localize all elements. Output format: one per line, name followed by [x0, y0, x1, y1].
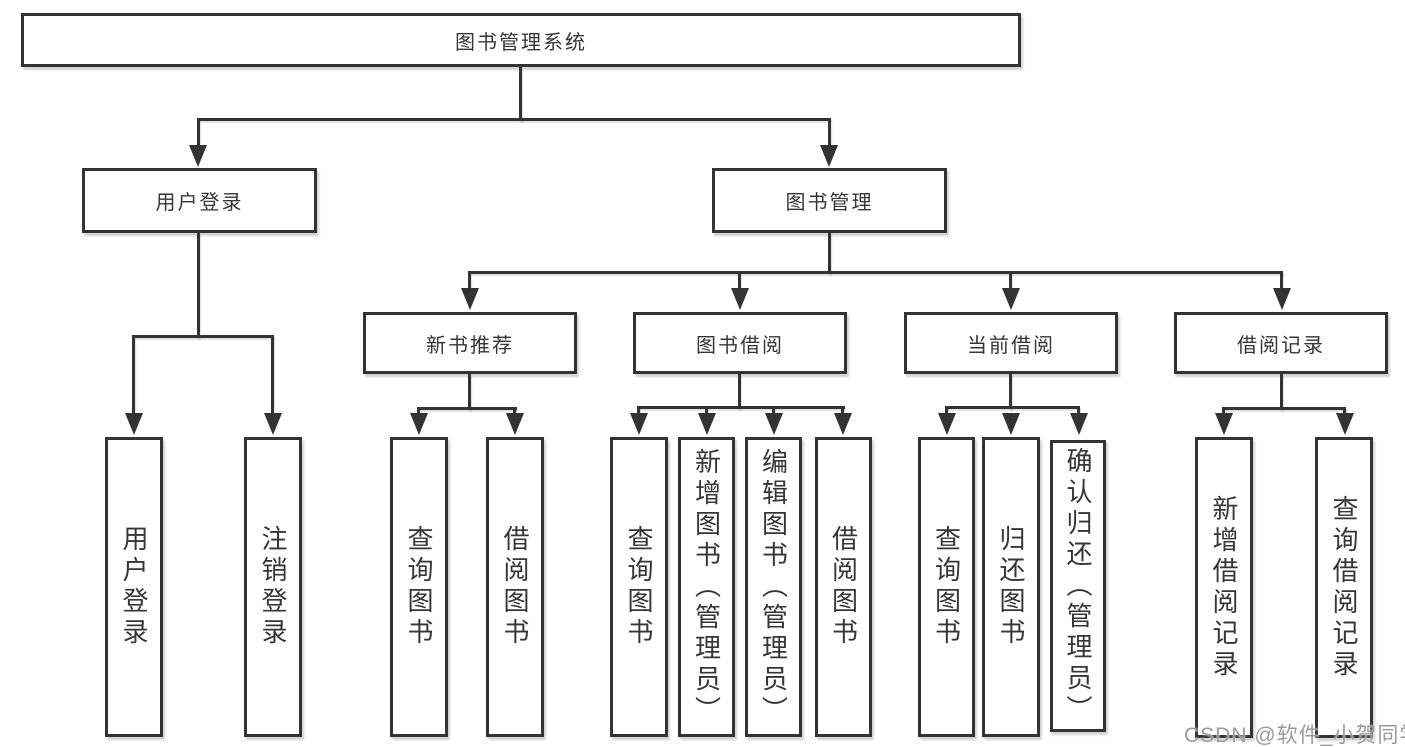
- connector-line: [1280, 271, 1283, 290]
- connector-line: [197, 118, 200, 146]
- leaf-label: 用户登录: [119, 525, 149, 649]
- arrow-down-icon: [731, 288, 749, 310]
- connector-line: [197, 118, 831, 121]
- leaf-add-borrow-record: 新增借阅记录: [1195, 437, 1253, 738]
- leaf-label: 借阅图书: [828, 525, 859, 649]
- connector-line: [1343, 407, 1346, 415]
- connector-line: [519, 67, 522, 121]
- connector-line: [1077, 406, 1080, 415]
- leaf-logout: 注销登录: [244, 437, 302, 737]
- node-label: 用户登录: [155, 192, 244, 214]
- watermark: CSDN @软件_小贺同学: [1184, 724, 1405, 747]
- connector-line: [738, 271, 741, 290]
- leaf-label: 新增图书（管理员）: [691, 447, 722, 727]
- connector-line: [828, 118, 831, 146]
- arrow-down-icon: [1002, 288, 1020, 310]
- arrow-down-icon: [1336, 413, 1354, 435]
- connector-line: [468, 271, 1283, 274]
- leaf-query-borrow-record: 查询借阅记录: [1315, 437, 1373, 738]
- leaf-query-books-current: 查询图书: [918, 437, 975, 737]
- leaf-confirm-return-admin: 确认归还（管理员）: [1050, 440, 1106, 732]
- connector-line: [417, 407, 420, 415]
- leaf-label: 归还图书: [996, 525, 1026, 649]
- leaf-label: 查询图书: [931, 525, 962, 649]
- node-root: 图书管理系统: [21, 13, 1021, 67]
- leaf-add-book-admin: 新增图书（管理员）: [678, 437, 735, 737]
- leaf-label: 借阅图书: [500, 525, 530, 649]
- connector-line: [945, 406, 948, 415]
- leaf-label: 注销登录: [258, 525, 288, 649]
- leaf-return-book: 归还图书: [982, 437, 1040, 737]
- leaf-edit-book-admin: 编辑图书（管理员）: [745, 437, 802, 737]
- connector-line: [468, 374, 471, 410]
- connector-line: [132, 335, 135, 413]
- connector-line: [1280, 374, 1283, 410]
- connector-line: [417, 407, 517, 410]
- connector-line: [637, 406, 640, 415]
- connector-line: [705, 406, 708, 415]
- connector-line: [513, 407, 516, 415]
- arrow-down-icon: [630, 413, 648, 435]
- connector-line: [1009, 271, 1012, 290]
- arrow-down-icon: [1215, 413, 1233, 435]
- leaf-user-login: 用户登录: [105, 437, 163, 737]
- node-label: 图书管理: [785, 192, 874, 214]
- arrow-down-icon: [698, 413, 716, 435]
- leaf-label: 新增借阅记录: [1209, 494, 1239, 681]
- arrow-down-icon: [506, 413, 524, 435]
- arrow-down-icon: [125, 413, 143, 435]
- leaf-query-books-borrow: 查询图书: [610, 437, 668, 737]
- leaf-borrow-books-recommend: 借阅图书: [486, 437, 544, 737]
- node-label: 当前借阅: [967, 334, 1055, 357]
- connector-line: [1222, 407, 1225, 415]
- node-user-login: 用户登录: [82, 168, 317, 233]
- leaf-label: 查询图书: [404, 525, 434, 649]
- arrow-down-icon: [461, 288, 479, 310]
- arrow-down-icon: [410, 413, 428, 435]
- arrow-down-icon: [765, 413, 783, 435]
- leaf-borrow-books: 借阅图书: [815, 437, 872, 737]
- arrow-down-icon: [1070, 413, 1088, 435]
- arrow-down-icon: [834, 413, 852, 435]
- connector-line: [828, 233, 831, 274]
- leaf-label: 查询图书: [624, 525, 654, 649]
- node-borrow-records: 借阅记录: [1174, 312, 1388, 374]
- connector-line: [197, 233, 200, 338]
- arrow-down-icon: [264, 413, 282, 435]
- arrow-down-icon: [189, 145, 207, 167]
- node-new-book-recommend: 新书推荐: [363, 312, 577, 374]
- node-label: 图书管理系统: [455, 31, 587, 54]
- connector-line: [132, 335, 274, 338]
- leaf-query-books-recommend: 查询图书: [390, 437, 448, 737]
- node-label: 借阅记录: [1237, 334, 1325, 357]
- connector-line: [637, 406, 845, 409]
- arrow-down-icon: [938, 413, 956, 435]
- connector-line: [841, 406, 844, 415]
- connector-line: [468, 271, 471, 290]
- connector-line: [738, 374, 741, 409]
- connector-line: [1009, 374, 1012, 409]
- node-book-borrow: 图书借阅: [633, 312, 847, 374]
- node-book-management: 图书管理: [712, 168, 947, 233]
- connector-line: [772, 406, 775, 415]
- leaf-label: 编辑图书（管理员）: [758, 447, 789, 727]
- arrow-down-icon: [820, 145, 838, 167]
- leaf-label: 查询借阅记录: [1329, 494, 1359, 681]
- node-current-borrow: 当前借阅: [904, 312, 1118, 374]
- connector-line: [945, 406, 1080, 409]
- leaf-label: 确认归还（管理员）: [1063, 446, 1093, 726]
- connector-line: [1222, 407, 1346, 410]
- node-label: 新书推荐: [426, 334, 514, 357]
- node-label: 图书借阅: [696, 334, 784, 357]
- arrow-down-icon: [1273, 288, 1291, 310]
- connector-line: [271, 335, 274, 413]
- arrow-down-icon: [1002, 413, 1020, 435]
